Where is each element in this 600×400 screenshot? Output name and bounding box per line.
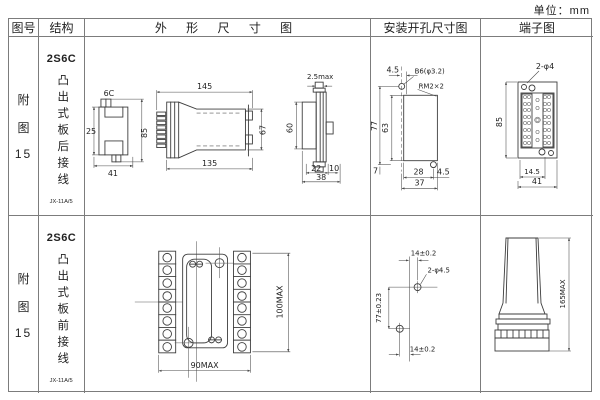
- dim-135: 135: [202, 158, 217, 167]
- dim-2-phi4: 2-φ4: [536, 62, 554, 71]
- dim-165max: 165MAX: [559, 279, 567, 308]
- label-2-phi4-5: 2-φ4.5: [427, 266, 449, 274]
- dim-41: 41: [108, 168, 118, 177]
- structure-code: JX-11A/5: [49, 198, 74, 205]
- dim-14-5: 14.5: [524, 168, 540, 176]
- terminal-drawing-row1: 2-φ4 85 14.5 41: [495, 62, 558, 189]
- dim-37: 37: [415, 178, 425, 187]
- fig-no-row1: 附 图 15: [9, 37, 39, 216]
- outline-drawing-rear-wiring: 6C 25 85 41: [86, 73, 341, 184]
- dim-7: 7: [373, 166, 378, 175]
- dim-41-terminal: 41: [532, 177, 542, 186]
- dim-60: 60: [285, 122, 294, 132]
- dim-85: 85: [140, 127, 149, 137]
- terminal-cell-row1: 2-φ4 85 14.5 41: [481, 37, 593, 216]
- dim-145: 145: [197, 82, 212, 91]
- dim-28: 28: [414, 167, 424, 176]
- dim-100max: 100MAX: [275, 285, 284, 319]
- dim-14-bottom: 14±0.2: [410, 346, 436, 354]
- dim-67: 67: [258, 124, 267, 134]
- dim-10: 10: [329, 163, 339, 172]
- dim-63: 63: [381, 122, 390, 132]
- dim-6c: 6C: [104, 89, 115, 98]
- fig-char: 附: [17, 271, 30, 286]
- dim-25: 25: [86, 126, 96, 135]
- dim-4-5-top: 4.5: [387, 65, 400, 74]
- structure-mounting: 凸出式板前接线: [56, 253, 69, 369]
- outline-drawing-front-wiring: 100MAX 90MAX: [134, 241, 291, 382]
- header-fig-no: 图号: [9, 19, 39, 37]
- install-drawing-row2: 14±0.2 2-φ4.5 77±0.23 14±0.2: [375, 249, 450, 362]
- structure-row2: 2S6C 凸出式板前接线 JX-11A/5: [39, 216, 85, 393]
- header-terminal: 端子图: [481, 19, 593, 37]
- structure-row1: 2S6C 凸出式板后接线 JX-11A/5: [39, 37, 85, 216]
- dim-85-terminal: 85: [495, 116, 504, 126]
- label-thread-rm2: RM2×2: [419, 82, 444, 90]
- fig-number: 15: [14, 325, 33, 340]
- dim-2-5max: 2.5max: [307, 73, 333, 81]
- fig-number: 15: [14, 147, 33, 161]
- outline-cell-row2: 100MAX 90MAX: [85, 216, 371, 393]
- terminal-cell-row2: 165MAX: [481, 216, 593, 393]
- structure-mounting: 凸出式板后接线: [56, 74, 69, 190]
- fig-no-row2: 附 图 15: [9, 216, 39, 393]
- dim-90max: 90MAX: [191, 361, 219, 370]
- dim-77: 77: [371, 120, 379, 130]
- drawing-table: 图号 结构 外 形 尺 寸 图 安装开孔尺寸图 端子图 附 图 15 2S6C …: [8, 18, 593, 393]
- install-cell-row2: 14±0.2 2-φ4.5 77±0.23 14±0.2: [371, 216, 481, 393]
- dim-22: 22: [311, 163, 321, 172]
- header-outline: 外 形 尺 寸 图: [85, 19, 371, 37]
- unit-label: 单位：mm: [533, 5, 590, 17]
- dim-38: 38: [316, 172, 326, 181]
- structure-model: 2S6C: [46, 232, 77, 244]
- outline-cell-row1: 6C 25 85 41: [85, 37, 371, 216]
- dim-14-top: 14±0.2: [411, 249, 437, 257]
- fig-char: 图: [17, 299, 30, 314]
- dim-77-tol: 77±0.23: [375, 293, 383, 323]
- fig-char: 附: [17, 93, 30, 107]
- install-cell-row1: 4.5 B6(φ3.2) RM2×2 77 63 7 28 4.5 37: [371, 37, 481, 216]
- header-install: 安装开孔尺寸图: [371, 19, 481, 37]
- structure-model: 2S6C: [46, 53, 77, 65]
- terminal-drawing-row2: 165MAX: [494, 237, 571, 352]
- structure-code: JX-11A/5: [49, 377, 74, 384]
- install-drawing-row1: 4.5 B6(φ3.2) RM2×2 77 63 7 28 4.5 37: [371, 65, 450, 190]
- dim-4-5-bottom: 4.5: [437, 167, 450, 176]
- fig-char: 图: [17, 121, 30, 135]
- header-structure: 结构: [39, 19, 85, 37]
- label-hole-b6: B6(φ3.2): [415, 67, 445, 75]
